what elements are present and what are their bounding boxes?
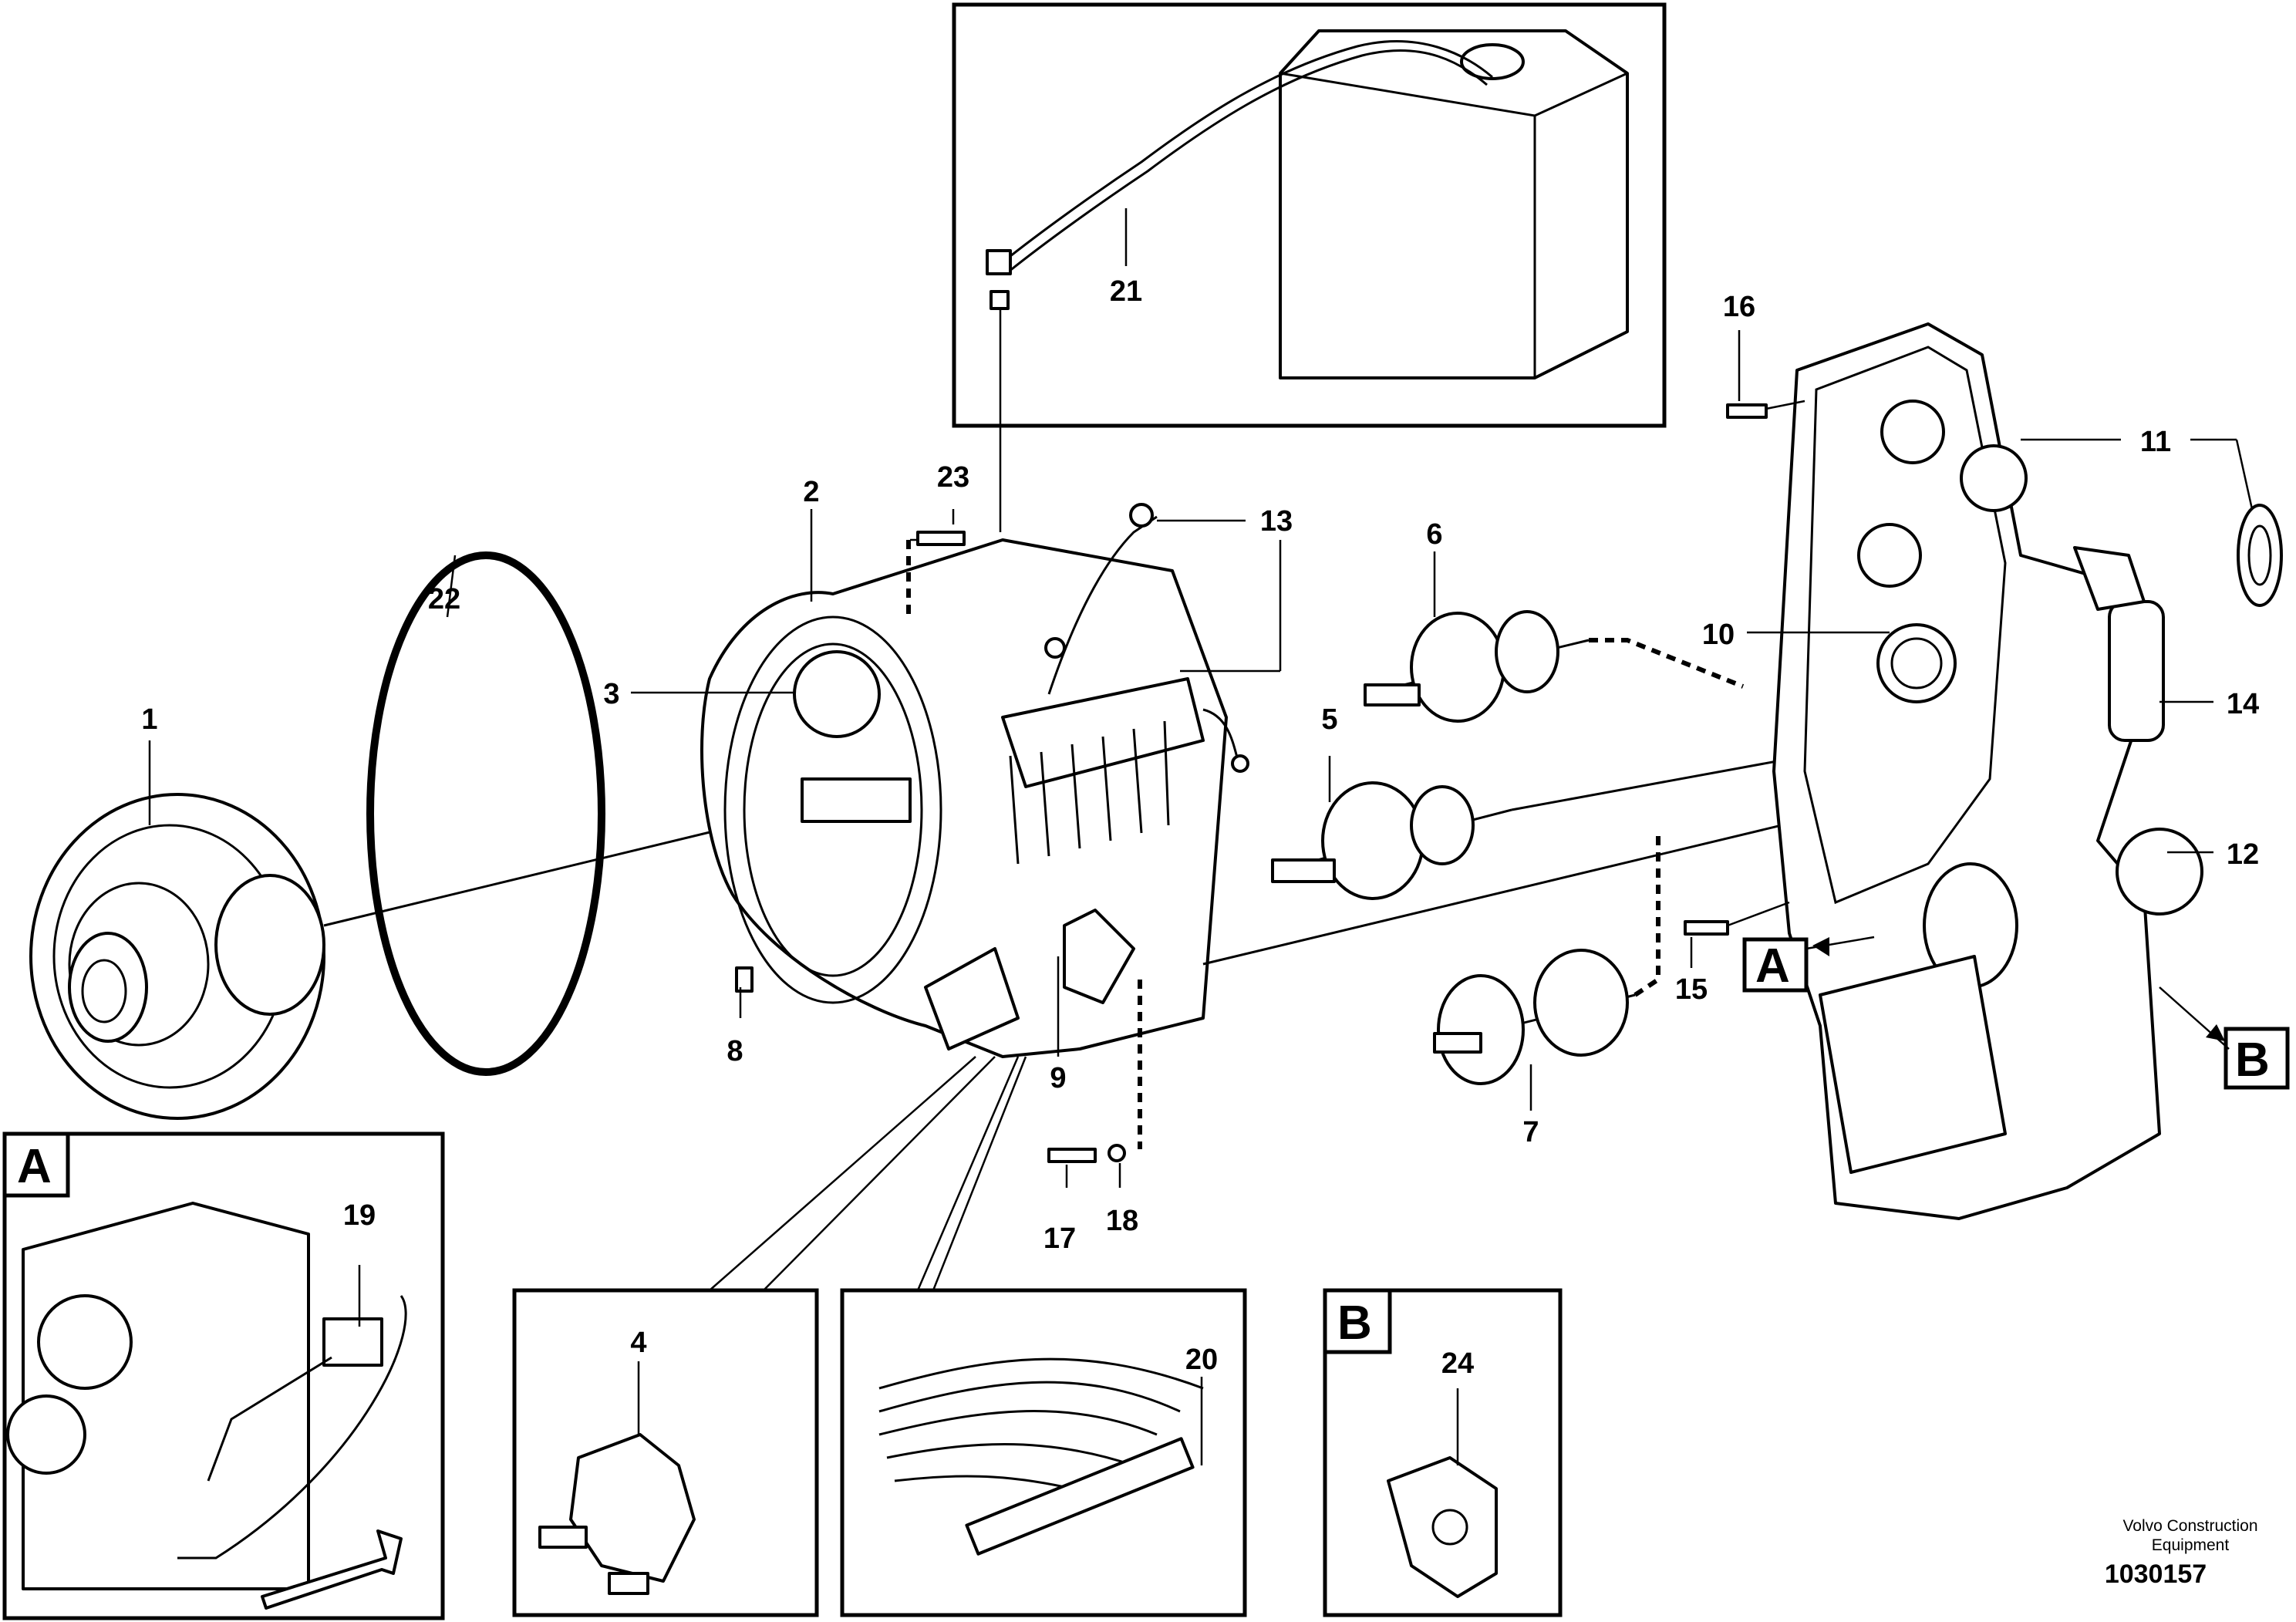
connector-rail-20 xyxy=(965,1437,1195,1556)
callout-12: 12 xyxy=(2227,838,2259,871)
torque-converter xyxy=(29,793,325,1120)
callout-9: 9 xyxy=(1050,1062,1066,1094)
control-valve-block xyxy=(1001,677,1205,788)
tank-filler-cap xyxy=(1460,43,1525,80)
callout-3: 3 xyxy=(603,678,619,710)
inset-4 xyxy=(512,1056,996,1617)
o-ring xyxy=(366,551,605,1076)
callout-1: 1 xyxy=(141,703,157,736)
tank-detail-inset xyxy=(952,2,1667,532)
callout-20: 20 xyxy=(1185,1344,1218,1376)
sensor-24 xyxy=(1387,1456,1498,1598)
callout-labels: 1 2 3 4 5 6 7 8 9 10 11 12 13 14 15 16 1… xyxy=(141,275,2259,1380)
callout-5: 5 xyxy=(1321,703,1337,736)
view-B-marker: B xyxy=(2235,1034,2270,1087)
oil-sump xyxy=(1819,955,2007,1174)
pin-15 xyxy=(1684,920,1729,936)
callout-6: 6 xyxy=(1426,518,1442,551)
inset-A-label: A xyxy=(17,1140,52,1193)
callout-13: 13 xyxy=(1260,505,1293,538)
leader-lines xyxy=(148,330,2254,1188)
callout-7: 7 xyxy=(1522,1116,1539,1148)
inset-B: B xyxy=(1323,1288,1563,1617)
rear-housing xyxy=(1772,322,2203,1220)
callout-2: 2 xyxy=(803,476,819,508)
callout-18: 18 xyxy=(1106,1205,1138,1237)
speed-sensor xyxy=(1063,909,1135,1004)
housing-gear xyxy=(793,650,881,738)
callout-22: 22 xyxy=(428,583,460,615)
credit-line-2: Equipment xyxy=(2152,1536,2230,1554)
input-shaft xyxy=(801,777,912,823)
view-B-marker-box xyxy=(2224,1027,2290,1090)
bearing-10 xyxy=(1876,623,1957,703)
inset-B-label: B xyxy=(1337,1297,1372,1350)
pressure-sensor xyxy=(1129,503,1154,528)
view-A-marker-box xyxy=(1742,937,1809,993)
callout-15: 15 xyxy=(1675,973,1708,1006)
credit-line-1: Volvo Construction xyxy=(2122,1517,2257,1535)
direction-arrow xyxy=(261,1529,403,1610)
callout-16: 16 xyxy=(1723,291,1755,323)
sensor-19 xyxy=(322,1317,383,1367)
callout-21: 21 xyxy=(1110,275,1142,308)
rear-flange-12 xyxy=(2116,828,2203,916)
callout-14: 14 xyxy=(2227,688,2259,720)
clutch-shaft-5 xyxy=(1271,781,1512,900)
callout-19: 19 xyxy=(343,1199,376,1232)
inset-A: A xyxy=(2,1131,445,1620)
callout-8: 8 xyxy=(727,1035,743,1067)
callout-24: 24 xyxy=(1441,1347,1474,1380)
callout-10: 10 xyxy=(1702,619,1735,651)
callout-4: 4 xyxy=(630,1327,646,1359)
oil-filter xyxy=(2073,546,2165,742)
hose-elbow-fitting xyxy=(986,249,1012,275)
callout-23: 23 xyxy=(937,461,969,494)
filter-cover xyxy=(924,947,1020,1050)
clutch-shaft-6 xyxy=(1364,610,1590,723)
inset-20 xyxy=(840,1056,1247,1617)
view-A-marker: A xyxy=(1755,939,1790,993)
hose-nipple xyxy=(990,290,1010,310)
valve-block-harness xyxy=(735,503,1249,1050)
seal-flange-11 xyxy=(2237,504,2283,607)
callout-11: 11 xyxy=(2140,426,2171,458)
callout-17: 17 xyxy=(1043,1222,1076,1255)
pin-16 xyxy=(1726,403,1768,419)
clutch-shaft-7 xyxy=(1433,949,1636,1085)
hydraulic-tank xyxy=(1279,29,1629,379)
document-number: 1030157 xyxy=(2105,1560,2207,1589)
